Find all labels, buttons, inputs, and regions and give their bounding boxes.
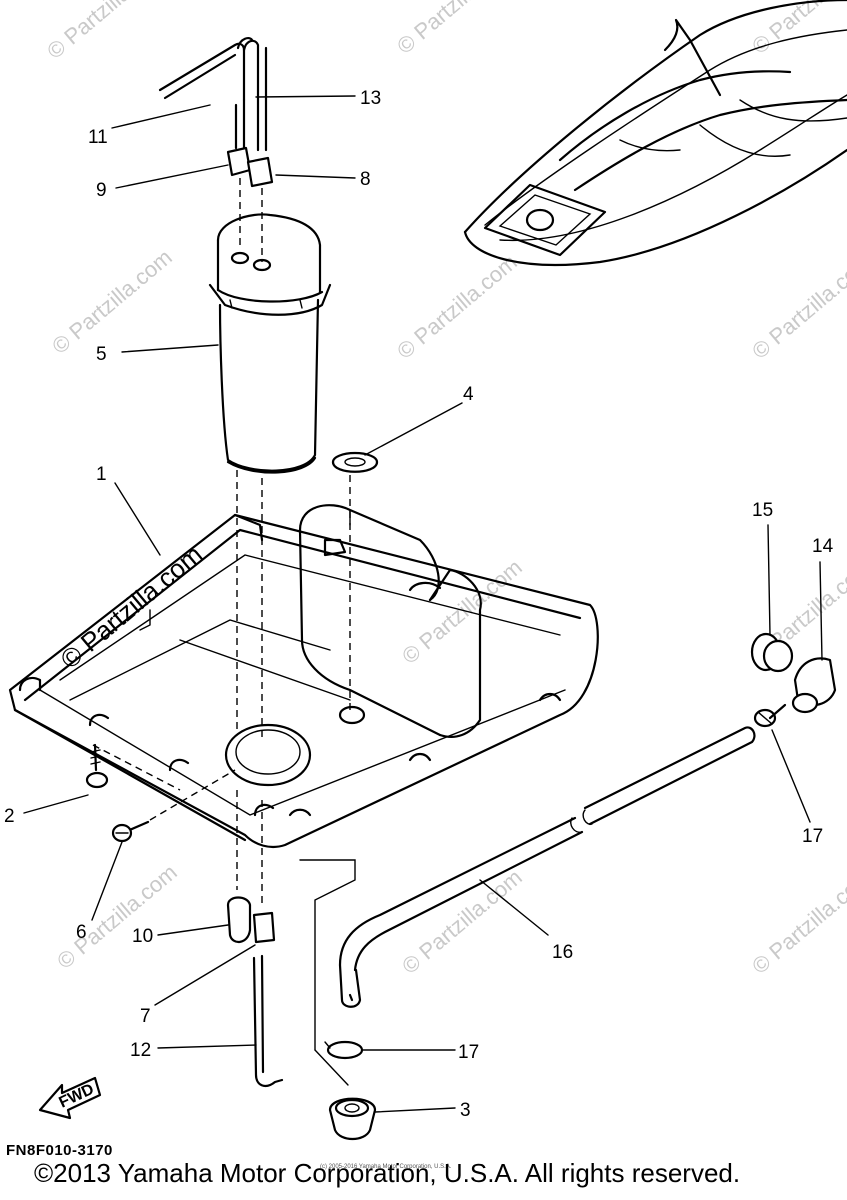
elbow-fitting-14 [768, 657, 837, 720]
callout-16: 16 [552, 942, 573, 963]
alignment-lines [92, 470, 356, 1086]
upper-hoses [158, 37, 274, 262]
callout-12: 12 [130, 1040, 151, 1061]
watermark: © Partzilla.com [42, 0, 172, 64]
callout-2: 2 [4, 806, 15, 827]
grommet-4 [331, 451, 379, 473]
callout-10: 10 [132, 926, 153, 947]
watermark: © Partzilla.com [747, 249, 847, 363]
callout-11: 11 [88, 127, 108, 148]
callout-17a: 17 [802, 826, 823, 847]
watermark: © Partzilla.com [397, 864, 527, 978]
watermark: © Partzilla.com [747, 864, 847, 978]
callout-13: 13 [360, 88, 381, 109]
watermark: © Partzilla.com [392, 0, 522, 59]
watermarks: © Partzilla.com © Partzilla.com © Partzi… [42, 0, 847, 979]
callout-1: 1 [96, 464, 107, 485]
hose-clamp-upper [753, 708, 777, 728]
watercraft-illustration [463, 0, 847, 266]
callout-17b: 17 [458, 1042, 479, 1063]
callout-14: 14 [812, 536, 834, 557]
callout-5: 5 [96, 344, 107, 365]
watermark: © Partzilla.com [392, 249, 522, 363]
screw-6 [111, 820, 150, 843]
filter-canister [208, 213, 332, 474]
copyright-notice: ©2013 Yamaha Motor Corporation, U.S.A. A… [34, 1158, 741, 1188]
watermark: © Partzilla.com [55, 539, 208, 675]
cap-15 [750, 632, 794, 673]
grommet-3 [328, 1097, 377, 1141]
watermark: © Partzilla.com [747, 0, 847, 59]
callout-6: 6 [76, 922, 87, 943]
screw-2 [85, 743, 109, 789]
copyright-small: (c) 2005-2016 Yamaha Motor Corporation, … [320, 1164, 452, 1170]
lower-fittings [226, 896, 284, 1088]
diagram-part-code: FN8F010-3170 [6, 1142, 113, 1159]
watermark: © Partzilla.com [52, 859, 182, 973]
callout-4: 4 [463, 384, 474, 405]
watermark: © Partzilla.com [47, 244, 177, 358]
leader-lines [23, 95, 823, 1113]
callout-7: 7 [140, 1006, 151, 1027]
callout-8: 8 [360, 169, 371, 190]
drain-hose [338, 726, 756, 1008]
callout-15: 15 [752, 500, 773, 521]
hose-clamp-lower [324, 1040, 364, 1060]
forward-direction-arrow: FWD [38, 1076, 102, 1120]
callout-3: 3 [460, 1100, 471, 1121]
callout-labels: 1 2 3 4 5 6 7 8 9 10 11 12 13 14 15 16 1… [4, 88, 834, 1121]
mounting-tray [8, 504, 599, 849]
callout-9: 9 [96, 180, 107, 201]
